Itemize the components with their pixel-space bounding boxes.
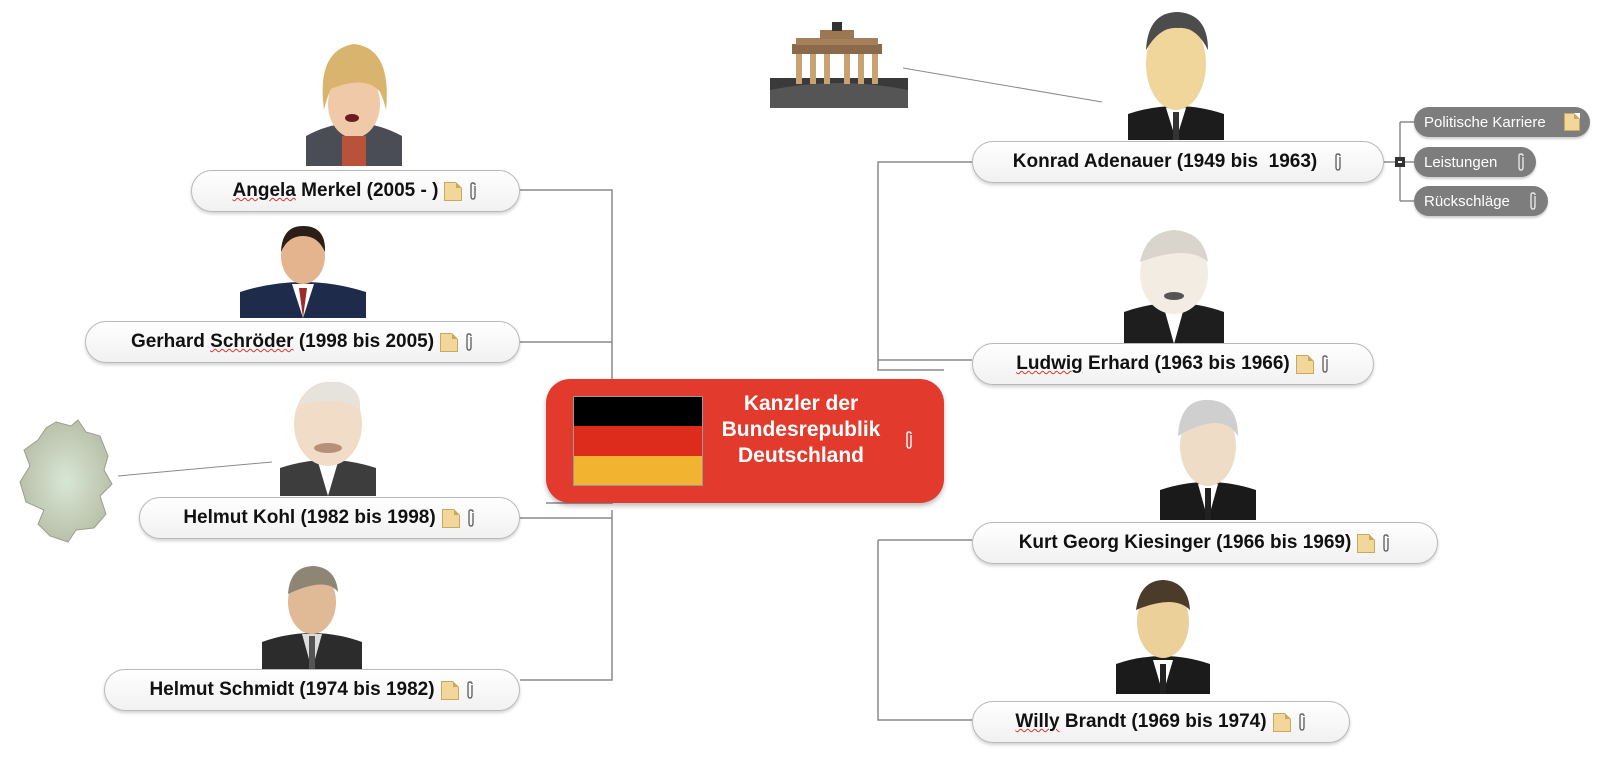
flag-stripe-red — [574, 426, 702, 456]
topic-label: Ludwig Erhard (1963 bis 1966) — [1016, 353, 1290, 374]
germany-map-image — [19, 419, 113, 543]
topic-label: Helmut Kohl (1982 bis 1998) — [183, 507, 436, 528]
topic-label: Angela Merkel (2005 - ) — [232, 180, 439, 201]
note-icon[interactable] — [1357, 533, 1376, 553]
subtopic-rueckschlaege[interactable]: Rückschläge — [1414, 186, 1548, 216]
central-topic[interactable]: Kanzler der Bundesrepublik Deutschland — [546, 379, 944, 503]
kohl-portrait — [280, 381, 376, 496]
brandt-portrait — [1116, 580, 1210, 694]
clip-icon[interactable] — [1528, 191, 1538, 211]
underline-word: Ludwig — [1016, 353, 1083, 374]
note-icon[interactable] — [1272, 712, 1291, 732]
clip-icon[interactable] — [468, 181, 478, 201]
subtopic-leistungen[interactable]: Leistungen — [1414, 147, 1536, 177]
clip-icon[interactable] — [1381, 533, 1391, 553]
topic-schroeder[interactable]: Gerhard Schröder (1998 bis 2005) — [85, 321, 520, 363]
merkel-portrait — [306, 44, 402, 166]
brandenburg-gate-image — [770, 22, 908, 108]
clip-icon[interactable] — [1297, 712, 1307, 732]
clip-icon[interactable] — [1516, 152, 1526, 172]
note-icon[interactable] — [440, 332, 459, 352]
german-flag-image — [573, 396, 703, 486]
topic-label: Kurt Georg Kiesinger (1966 bis 1969) — [1018, 532, 1352, 553]
subtopic-politische-karriere[interactable]: Politische Karriere — [1414, 107, 1590, 137]
central-title: Kanzler der Bundesrepublik Deutschland — [706, 391, 896, 469]
schroeder-portrait — [240, 226, 366, 318]
note-icon[interactable] — [444, 181, 463, 201]
kiesinger-portrait — [1160, 399, 1256, 520]
topic-adenauer[interactable]: Konrad Adenauer (1949 bis 1963) — [972, 141, 1384, 183]
topic-kiesinger[interactable]: Kurt Georg Kiesinger (1966 bis 1969) — [972, 522, 1438, 564]
subtopic-label: Leistungen — [1424, 153, 1498, 171]
topic-label: Gerhard Schröder (1998 bis 2005) — [130, 331, 435, 352]
note-icon[interactable] — [1564, 113, 1580, 131]
central-title-line-2: Bundesrepublik — [721, 418, 881, 441]
adenauer-portrait — [1128, 12, 1224, 140]
topic-label: Willy Brandt (1969 bis 1974) — [1015, 711, 1267, 732]
topic-schmidt[interactable]: Helmut Schmidt (1974 bis 1982) — [104, 669, 520, 711]
erhard-portrait — [1124, 230, 1224, 344]
central-title-line-3: Deutschland — [737, 444, 865, 467]
central-title-line-1: Kanzler der — [743, 392, 859, 415]
schmidt-portrait — [262, 566, 362, 670]
note-icon[interactable] — [441, 508, 460, 528]
topic-merkel[interactable]: Angela Merkel (2005 - ) — [191, 170, 520, 212]
note-icon[interactable] — [440, 680, 459, 700]
subtopic-label: Rückschläge — [1424, 192, 1510, 210]
subtopic-label: Politische Karriere — [1424, 113, 1546, 131]
topic-kohl[interactable]: Helmut Kohl (1982 bis 1998) — [139, 497, 520, 539]
clip-icon[interactable] — [904, 430, 914, 450]
topic-erhard[interactable]: Ludwig Erhard (1963 bis 1966) — [972, 343, 1374, 385]
clip-icon[interactable] — [466, 508, 476, 528]
underline-word: Schröder — [210, 331, 294, 352]
clip-icon[interactable] — [465, 680, 475, 700]
clip-icon[interactable] — [464, 332, 474, 352]
note-icon[interactable] — [1295, 354, 1314, 374]
flag-stripe-black — [574, 397, 702, 427]
underline-word: Angela — [232, 180, 296, 201]
topic-label: Helmut Schmidt (1974 bis 1982) — [149, 679, 435, 700]
flag-stripe-gold — [574, 455, 702, 485]
topic-brandt[interactable]: Willy Brandt (1969 bis 1974) — [972, 701, 1350, 743]
topic-label: Konrad Adenauer (1949 bis 1963) — [1012, 151, 1318, 172]
underline-word: Willy — [1015, 711, 1060, 732]
clip-icon[interactable] — [1320, 354, 1330, 374]
clip-icon[interactable] — [1333, 152, 1343, 172]
